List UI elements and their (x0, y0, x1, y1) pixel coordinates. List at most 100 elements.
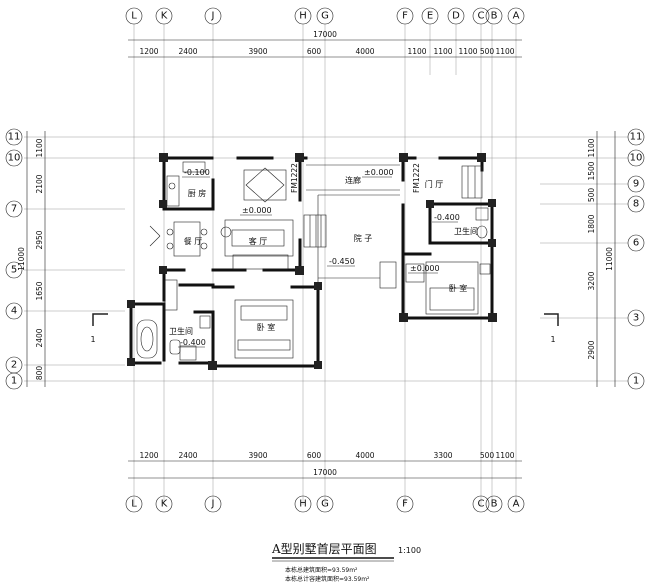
axis-bubble: F (396, 495, 414, 513)
level-kitchen: -0.100 (184, 168, 210, 177)
svg-text:L: L (131, 499, 137, 510)
svg-text:8: 8 (633, 199, 639, 210)
dim-total-bottom: 17000 (313, 468, 337, 477)
door-tags: FM1222 FM1222 (290, 163, 421, 193)
axis-bubble: A (507, 495, 525, 513)
right-axis-bubbles: 11 10 9 8 6 3 1 (627, 128, 645, 390)
level-courtyard: -0.450 (329, 257, 355, 266)
axis-bubble: L (125, 495, 143, 513)
svg-text:600: 600 (307, 47, 322, 56)
axis-bubble: J (204, 495, 222, 513)
section-mark-left: 1 (90, 313, 108, 344)
axis-bubble: C (472, 495, 490, 513)
svg-text:7: 7 (11, 204, 17, 215)
svg-text:D: D (452, 11, 460, 22)
svg-text:2400: 2400 (178, 47, 197, 56)
axis-bubble: 8 (627, 195, 645, 213)
axis-bubble: K (155, 7, 173, 25)
axis-bubble: 11 (627, 128, 645, 146)
drawing-title: A型别墅首层平面图 1:100 本栋总建筑面积=93.59m² 本栋总计容建筑面… (271, 542, 421, 583)
right-furniture (405, 165, 491, 315)
svg-text:F: F (402, 499, 408, 510)
svg-text:1100: 1100 (433, 47, 452, 56)
room-bedroom-right: 卧 室 (449, 283, 468, 293)
svg-text:G: G (321, 11, 329, 22)
axis-bubble: B (485, 7, 503, 25)
axis-bubble: 6 (627, 234, 645, 252)
axis-bubble: K (155, 495, 173, 513)
svg-text:500: 500 (587, 188, 596, 203)
axis-bubble: E (421, 7, 439, 25)
axis-bubble: G (316, 495, 334, 513)
axis-bubble: 11 (5, 128, 23, 146)
svg-text:C: C (478, 499, 485, 510)
svg-text:C: C (478, 11, 485, 22)
room-corridor: 连廊 (345, 175, 361, 185)
room-courtyard: 院 子 (354, 233, 373, 243)
svg-text:2: 2 (11, 360, 17, 371)
top-axis-bubbles: L K J H G F E D C B A (125, 7, 525, 25)
svg-text:B: B (491, 499, 498, 510)
svg-text:3900: 3900 (248, 451, 267, 460)
svg-text:1200: 1200 (139, 47, 158, 56)
level-bath-left: -0.400 (180, 338, 206, 347)
svg-text:K: K (161, 11, 168, 22)
axis-bubble: J (204, 7, 222, 25)
axis-bubble: 1 (5, 372, 23, 390)
svg-text:1100: 1100 (35, 138, 44, 157)
axis-bubble: 2 (5, 356, 23, 374)
svg-text:10: 10 (630, 153, 643, 164)
svg-text:1: 1 (11, 376, 17, 387)
svg-text:J: J (211, 11, 215, 22)
svg-text:800: 800 (35, 366, 44, 381)
svg-text:1: 1 (90, 335, 95, 344)
room-bath-right: 卫生间 (454, 226, 478, 236)
svg-text:9: 9 (633, 179, 639, 190)
section-mark-right: 1 (544, 313, 559, 344)
level-marks: -0.100 ±0.000 ±0.000 -0.400 ±0.000 -0.45… (178, 168, 460, 348)
level-living: ±0.000 (242, 206, 272, 215)
dim-total-right: 11000 (605, 247, 614, 271)
axis-bubble: 3 (627, 309, 645, 327)
level-corridor: ±0.000 (364, 168, 394, 177)
axis-bubble: A (507, 7, 525, 25)
svg-text:1100: 1100 (587, 138, 596, 157)
axis-bubble: L (125, 7, 143, 25)
svg-text:F: F (402, 11, 408, 22)
svg-text:10: 10 (8, 153, 21, 164)
vertical-grid-lines (133, 24, 517, 505)
room-foyer: 门 厅 (425, 179, 444, 189)
bottom-axis-bubbles: L K J H G F C B A (125, 495, 525, 513)
svg-text:2900: 2900 (587, 340, 596, 359)
svg-text:3300: 3300 (433, 451, 452, 460)
svg-text:2100: 2100 (35, 174, 44, 193)
axis-bubble: H (294, 495, 312, 513)
svg-text:1100: 1100 (458, 47, 477, 56)
title-text: A型别墅首层平面图 (271, 542, 377, 556)
svg-text:4000: 4000 (355, 47, 374, 56)
svg-text:A: A (513, 11, 520, 22)
left-columns (127, 153, 322, 370)
right-dimensions: 1100 1500 500 1800 3200 2900 11000 (587, 131, 616, 387)
axis-bubble: 5 (5, 261, 23, 279)
svg-text:E: E (427, 11, 433, 22)
axis-bubble: C (472, 7, 490, 25)
svg-text:J: J (211, 499, 215, 510)
svg-text:2400: 2400 (178, 451, 197, 460)
svg-text:600: 600 (307, 451, 322, 460)
axis-bubble: B (485, 495, 503, 513)
level-bath-right: -0.400 (434, 213, 460, 222)
top-dimensions: 17000 1200 2400 3900 600 4000 1100 1100 … (128, 30, 522, 58)
svg-text:3900: 3900 (248, 47, 267, 56)
horizontal-grid-lines (24, 136, 628, 382)
svg-text:1200: 1200 (139, 451, 158, 460)
svg-text:500: 500 (480, 47, 495, 56)
room-bedroom-left: 卧 室 (257, 322, 276, 332)
corridor-walls (303, 164, 400, 289)
left-axis-bubbles: 11 10 7 5 4 2 1 (5, 128, 23, 390)
axis-bubble: F (396, 7, 414, 25)
axis-bubble: D (447, 7, 465, 25)
area-note-2: 本栋总计容建筑面积=93.59m² (285, 575, 370, 583)
room-bath-left: 卫生间 (169, 326, 193, 336)
